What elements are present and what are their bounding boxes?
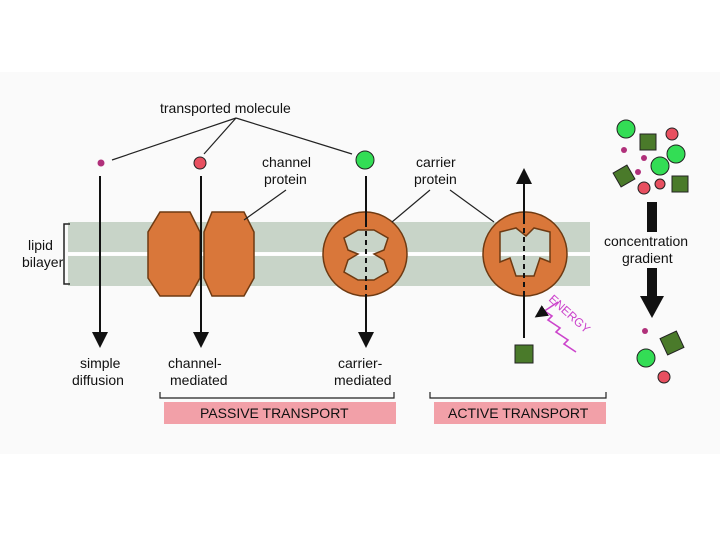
- gradient-label: gradient: [622, 250, 673, 266]
- carrier-mediated-label-2: mediated: [334, 372, 392, 388]
- bilayer-label: bilayer: [22, 254, 64, 270]
- transported-molecule-pointers: [111, 117, 353, 161]
- transported-molecule-label: transported molecule: [160, 100, 291, 116]
- carrier-mediated-label-1: carrier-: [338, 355, 383, 371]
- low-concentration-cluster: [636, 328, 685, 384]
- channel-pointer: [243, 189, 287, 221]
- lipid-label: lipid: [28, 237, 53, 253]
- carrier-label: carrier: [416, 154, 456, 170]
- passive-transport-label: PASSIVE TRANSPORT: [200, 405, 349, 421]
- carrier-molecule: [355, 150, 375, 170]
- active-square-molecule: [514, 344, 534, 364]
- active-transport-label: ACTIVE TRANSPORT: [448, 405, 589, 421]
- diffusion-label: diffusion: [72, 372, 124, 388]
- high-concentration-cluster: [612, 119, 689, 195]
- simple-label: simple: [80, 355, 121, 371]
- concentration-gradient-arrow: [640, 202, 664, 318]
- energy-label: ENERGY: [546, 292, 593, 336]
- channel-label: channel: [262, 154, 311, 170]
- carrier-protein-passive: [322, 211, 408, 297]
- energy-symbol: ENERGY: [534, 292, 593, 353]
- active-transport-band: [434, 402, 606, 424]
- carrier-pointers: [391, 189, 495, 223]
- channel-protein: [147, 211, 255, 297]
- passive-transport-band: [164, 402, 396, 424]
- channel-protein-label: protein: [264, 171, 307, 187]
- carrier-protein-label: protein: [414, 171, 457, 187]
- carrier-protein-active: [482, 211, 568, 297]
- passive-bracket: [159, 392, 395, 399]
- channel-molecule: [193, 156, 207, 170]
- small-molecule: [97, 159, 105, 167]
- concentration-label: concentration: [604, 233, 688, 249]
- bilayer-bracket: [63, 223, 70, 285]
- channel-mediated-label-1: channel-: [168, 355, 222, 371]
- channel-mediated-label-2: mediated: [170, 372, 228, 388]
- active-bracket: [429, 392, 607, 399]
